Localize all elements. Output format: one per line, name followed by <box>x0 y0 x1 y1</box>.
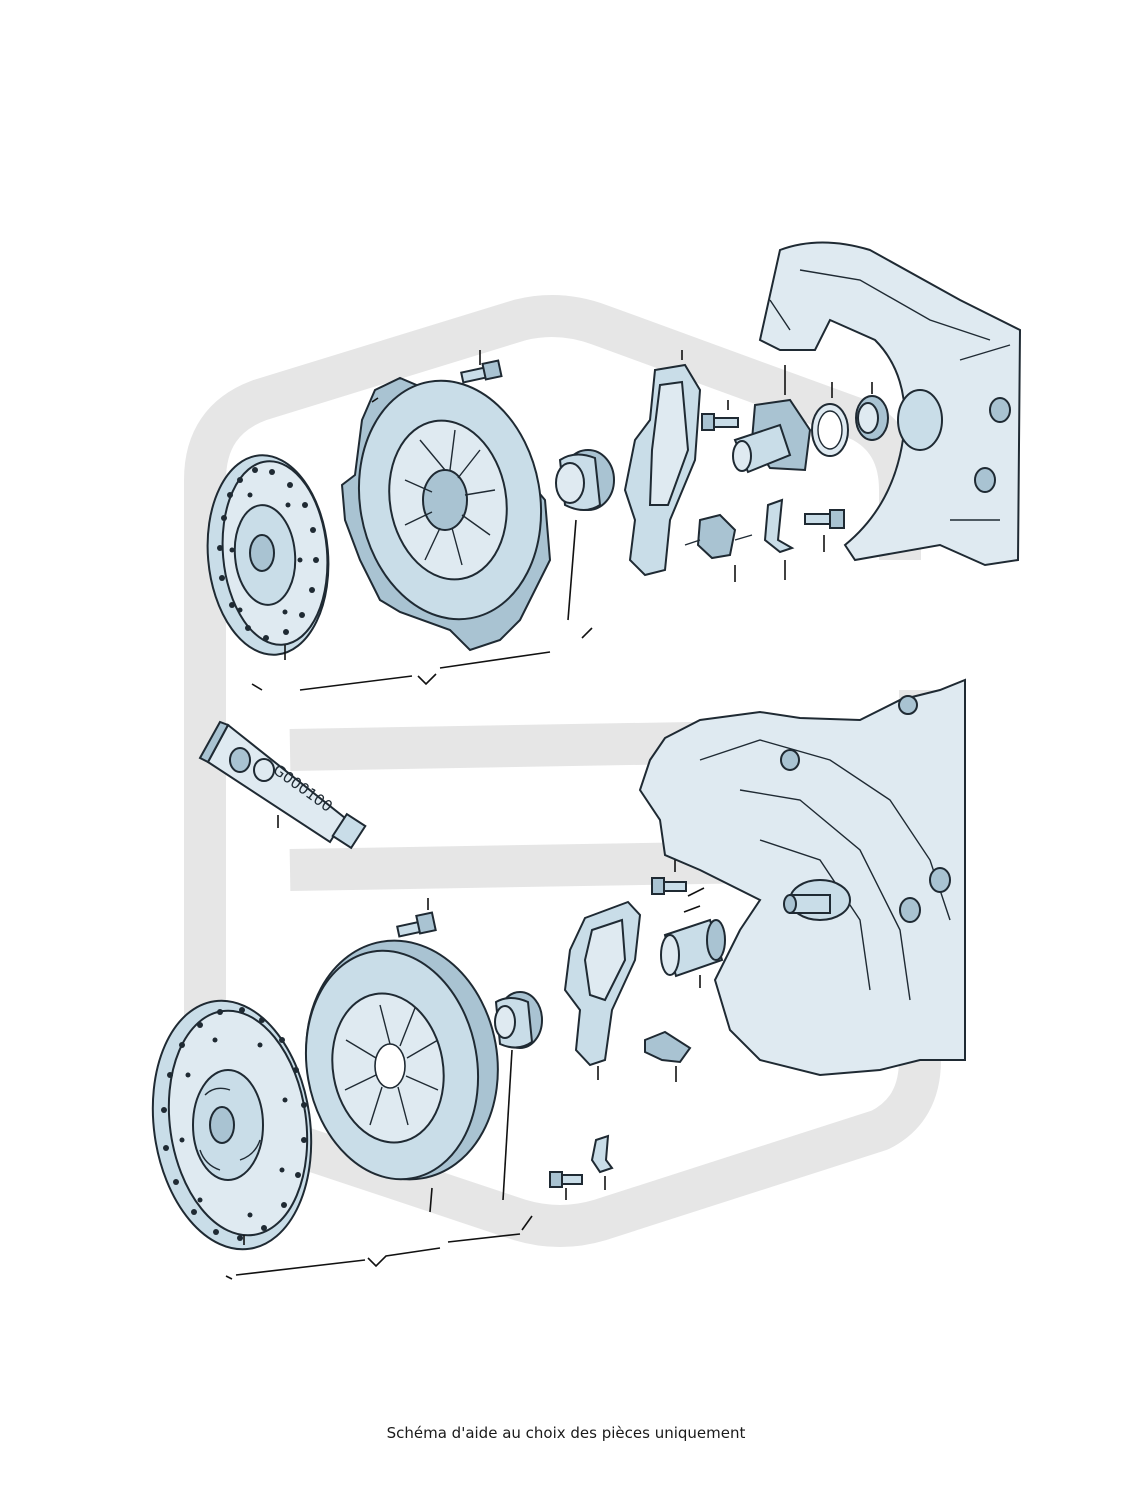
release-fork-lower <box>563 900 642 1067</box>
seal-ring-upper <box>855 395 889 441</box>
disc-rivet-holes-upper <box>217 467 319 641</box>
bolt-lower <box>396 911 437 938</box>
clip-lower <box>644 1030 692 1064</box>
release-fork-upper <box>623 363 702 577</box>
release-bearing-upper <box>555 449 615 511</box>
sensor-bolt-upper <box>804 509 845 529</box>
gearbox-housing-upper <box>758 241 1022 567</box>
leader-lines-lower <box>225 860 705 1280</box>
gearbox-housing-lower <box>638 678 966 1077</box>
disc-rivet-holes-lower <box>161 1007 307 1241</box>
bolt-bottom-lower <box>549 1171 583 1188</box>
clutch-disc-lower <box>151 999 313 1251</box>
leader-lines-upper <box>251 350 873 691</box>
switch-connector-upper <box>684 513 753 560</box>
release-bearing-lower <box>494 991 543 1049</box>
clutch-disc-upper <box>206 454 330 656</box>
caption: Schéma d'aide au choix des pièces unique… <box>386 1424 746 1442</box>
bolt-guide-upper <box>701 413 739 431</box>
bolt-upper <box>460 359 503 384</box>
bolt-guide-lower <box>651 877 687 895</box>
pressure-plate-upper <box>340 376 552 652</box>
guide-sleeve-lower <box>660 918 726 978</box>
pressure-plate-lower <box>304 939 499 1181</box>
gasket-ring-upper <box>811 403 849 457</box>
clip-bracket-upper <box>763 498 795 554</box>
bracket-bottom-lower <box>590 1134 614 1174</box>
guide-sleeve-upper <box>732 398 812 474</box>
